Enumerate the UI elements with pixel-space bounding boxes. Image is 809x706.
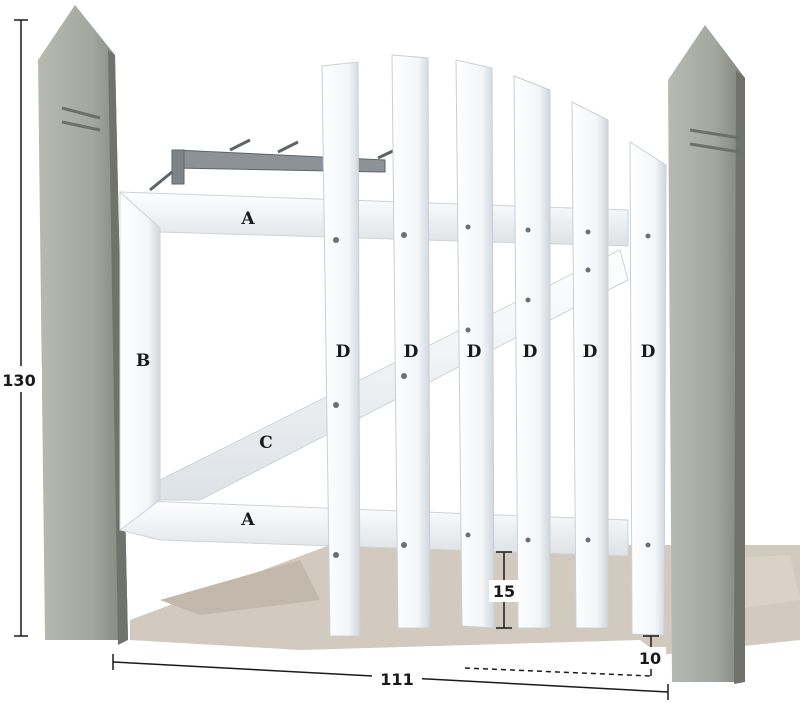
label-picket-6: D — [641, 342, 656, 362]
picket-3 — [455, 59, 495, 629]
bottom-rail — [119, 499, 629, 557]
label-picket-5: D — [583, 342, 598, 362]
right-post — [668, 25, 745, 684]
height-value: 130 — [2, 371, 35, 390]
picket-4 — [513, 75, 551, 629]
left-post — [38, 5, 128, 645]
label-brace: C — [259, 433, 273, 453]
height-dimension — [14, 19, 28, 637]
picket-5 — [571, 101, 609, 629]
label-rail-top: A — [240, 209, 255, 229]
label-stile: B — [136, 351, 150, 371]
label-rail-bottom: A — [240, 510, 255, 530]
post-gap-value: 10 — [639, 649, 661, 668]
label-picket-3: D — [467, 342, 482, 362]
pickets — [321, 54, 667, 637]
label-picket-1: D — [336, 342, 351, 362]
label-picket-2: D — [404, 342, 419, 362]
picket-1 — [321, 61, 361, 637]
gate-frame — [119, 190, 629, 557]
top-rail — [119, 191, 629, 247]
label-picket-4: D — [523, 342, 538, 362]
picket-6 — [629, 141, 667, 636]
width-value: 111 — [380, 670, 413, 689]
picket-2 — [391, 54, 431, 629]
gap-value: 15 — [493, 582, 515, 601]
